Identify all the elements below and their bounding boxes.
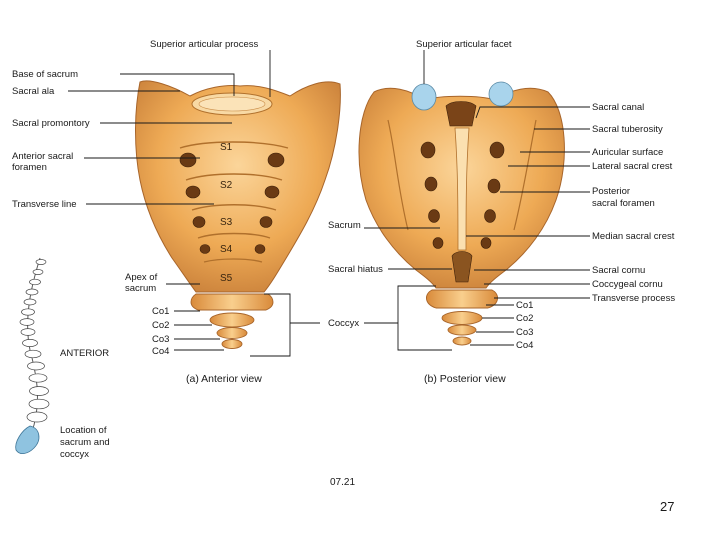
superior-articular-facet-left	[411, 83, 437, 111]
label-anterior-sacral-foramen-line2: foramen	[12, 162, 47, 173]
inset-orientation-label: ANTERIOR	[60, 348, 109, 359]
label-auricular-surface: Auricular surface	[592, 147, 663, 158]
label-median-sacral-crest: Median sacral crest	[592, 231, 675, 242]
label-posterior-sacral-foramen-line2: sacral foramen	[592, 198, 655, 209]
anterior-coccyx	[190, 293, 274, 349]
segment-label-s3: S3	[220, 217, 233, 228]
posterior-leader-lines	[364, 50, 590, 351]
label-sacral-ala: Sacral ala	[12, 86, 55, 97]
posterior-view-caption: (b) Posterior view	[424, 373, 506, 385]
label-superior-articular-process: Superior articular process	[150, 39, 258, 50]
label-apex-of-sacrum-line1: Apex of	[125, 272, 158, 283]
label-sacrum: Sacrum	[328, 220, 361, 231]
label-anterior-co1: Co1	[152, 306, 169, 317]
label-sacral-tuberosity: Sacral tuberosity	[592, 124, 663, 135]
superior-articular-facet-right	[488, 81, 514, 107]
page-number: 27	[660, 499, 674, 514]
label-sacral-cornu: Sacral cornu	[592, 265, 645, 276]
label-superior-articular-facet: Superior articular facet	[416, 39, 512, 50]
posterior-sacrum-illustration	[358, 81, 565, 346]
segment-label-s1: S1	[220, 142, 233, 153]
label-lateral-sacral-crest: Lateral sacral crest	[592, 161, 673, 172]
anterior-sacral-foramina	[179, 152, 285, 254]
label-anterior-sacral-foramen-line1: Anterior sacral	[12, 151, 73, 162]
anterior-leader-lines	[68, 50, 320, 357]
label-coccygeal-cornu: Coccygeal cornu	[592, 279, 663, 290]
anterior-sacrum-illustration: S1 S2 S3 S4 S5	[135, 80, 341, 349]
anterior-sacrum-body	[135, 80, 341, 293]
inset-sacrum-highlight	[15, 425, 40, 454]
spine-location-inset	[15, 257, 50, 454]
label-base-of-sacrum: Base of sacrum	[12, 69, 78, 80]
label-sacral-hiatus: Sacral hiatus	[328, 264, 383, 275]
label-posterior-co4: Co4	[516, 340, 533, 351]
anterior-view-caption: (a) Anterior view	[186, 373, 262, 385]
label-coccyx: Coccyx	[328, 318, 359, 329]
label-sacral-canal: Sacral canal	[592, 102, 644, 113]
label-transverse-process: Transverse process	[592, 293, 675, 304]
posterior-sacral-foramina	[420, 141, 505, 249]
label-anterior-co2: Co2	[152, 320, 169, 331]
label-anterior-co4: Co4	[152, 346, 169, 357]
posterior-coccyx	[426, 289, 498, 346]
segment-label-s4: S4	[220, 244, 233, 255]
label-posterior-co3: Co3	[516, 327, 533, 338]
inset-location-line2: sacrum and	[60, 437, 110, 448]
label-anterior-co3: Co3	[152, 334, 169, 345]
label-posterior-co1: Co1	[516, 300, 533, 311]
figure-number: 07.21	[330, 477, 355, 488]
inset-location-line3: coccyx	[60, 449, 89, 460]
inset-location-line1: Location of	[60, 425, 107, 436]
median-sacral-crest	[454, 127, 470, 251]
label-posterior-sacral-foramen-line1: Posterior	[592, 186, 630, 197]
label-transverse-line: Transverse line	[12, 199, 77, 210]
segment-label-s2: S2	[220, 180, 233, 191]
segment-label-s5: S5	[220, 273, 233, 284]
label-posterior-co2: Co2	[516, 313, 533, 324]
label-apex-of-sacrum-line2: sacrum	[125, 283, 156, 294]
label-sacral-promontory: Sacral promontory	[12, 118, 90, 129]
